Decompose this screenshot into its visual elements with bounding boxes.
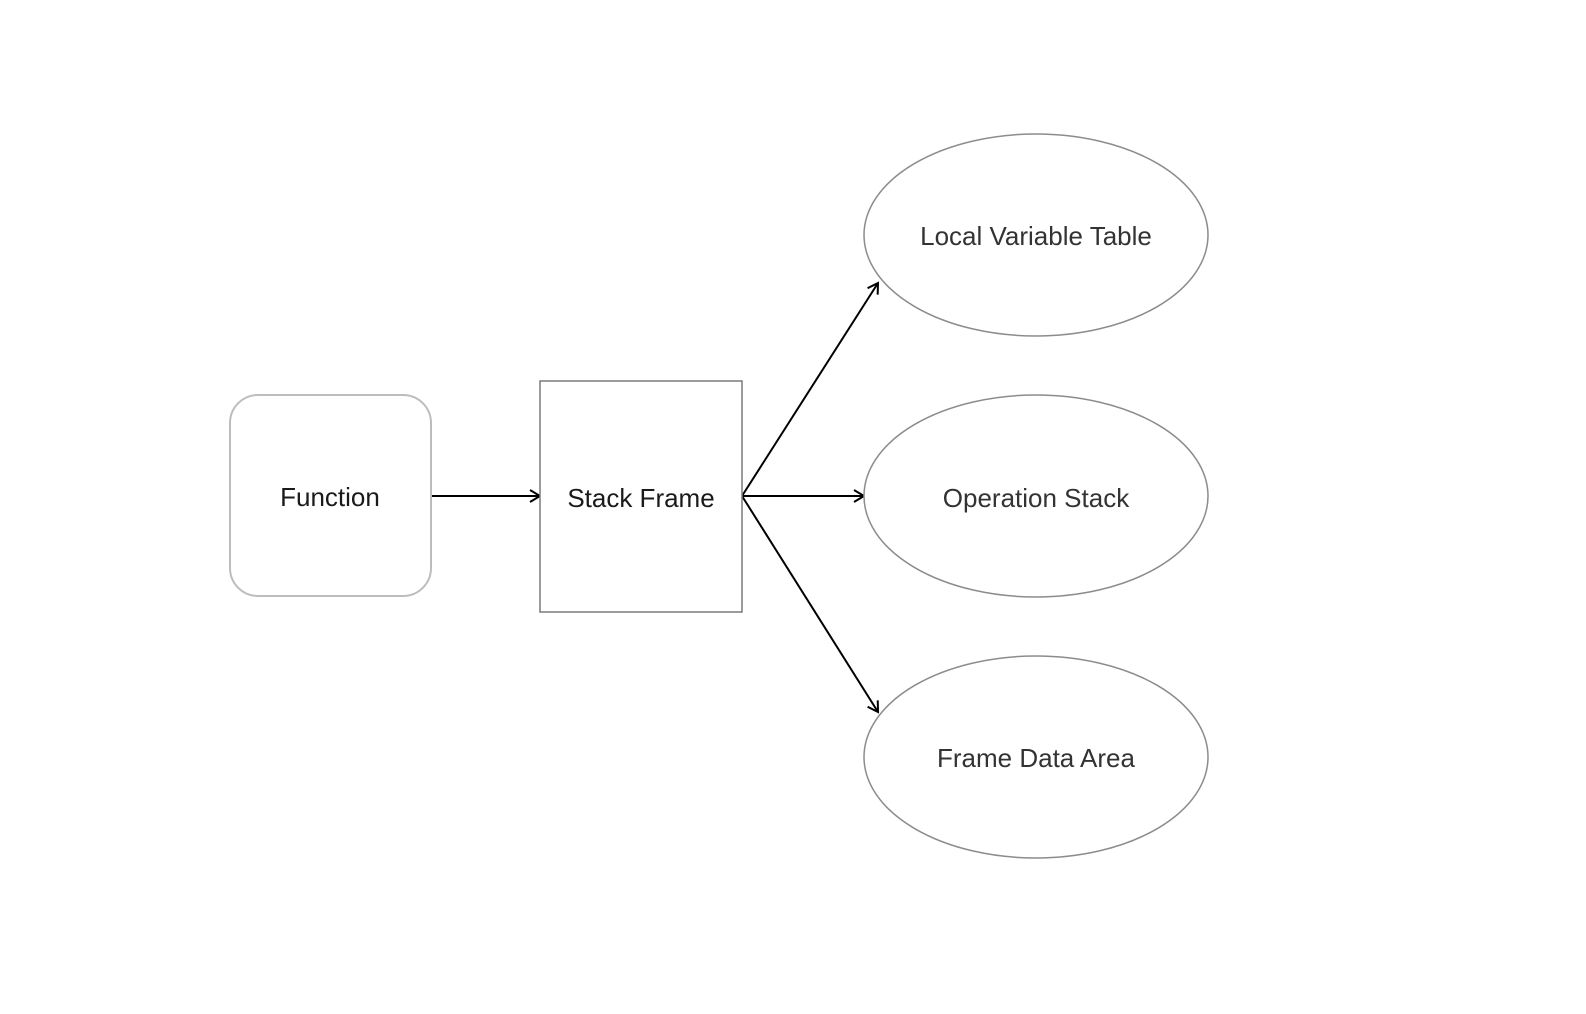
edge-stack-frame-to-local-variable-table [741, 281, 880, 497]
frame-data-area-label: Frame Data Area [937, 743, 1136, 773]
function-label: Function [280, 482, 380, 512]
node-operation-stack[interactable]: Operation Stack [863, 394, 1209, 598]
node-function[interactable]: Function [229, 394, 432, 597]
edge-stack-frame-to-frame-data-area [741, 495, 880, 714]
node-stack-frame[interactable]: Stack Frame [539, 380, 743, 613]
operation-stack-label: Operation Stack [943, 483, 1130, 513]
node-frame-data-area[interactable]: Frame Data Area [863, 655, 1209, 859]
local-variable-table-ellipse [863, 133, 1209, 337]
edges [432, 281, 880, 714]
operation-stack-ellipse [863, 394, 1209, 598]
node-local-variable-table[interactable]: Local Variable Table [863, 133, 1209, 337]
stack-frame-box [539, 380, 743, 613]
stack-frame-label: Stack Frame [567, 483, 714, 513]
function-box [229, 394, 432, 597]
frame-data-area-ellipse [863, 655, 1209, 859]
local-variable-table-label: Local Variable Table [920, 221, 1152, 251]
